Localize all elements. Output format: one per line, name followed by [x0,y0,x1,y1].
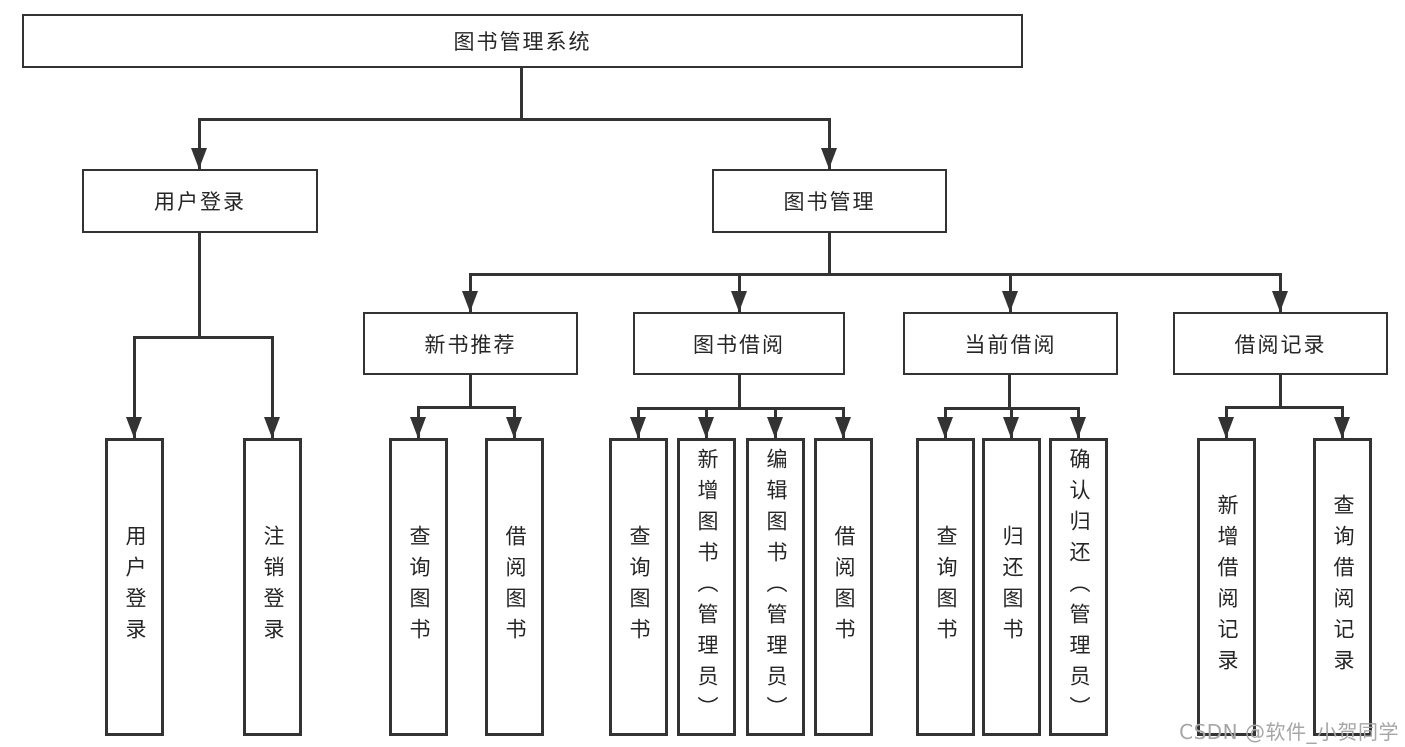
arrow-down-icon [191,148,207,169]
node-current-borrowing: 当前借阅 [903,312,1118,375]
arrow-down-icon [1003,417,1019,438]
arrow-down-icon [835,417,851,438]
arrow-down-icon [462,291,478,312]
connector-line [469,375,472,407]
leaf-borrow-books-1-label: 借阅图书 [503,525,527,649]
leaf-query-books-1: 查询图书 [389,438,448,736]
arrow-down-icon [937,417,953,438]
leaf-confirm-return-admin-label: 确认归还（管理员） [1067,447,1091,727]
connector-line [133,336,274,339]
connector-line [198,233,201,337]
arrow-down-icon [1334,417,1350,438]
connector-line [1008,375,1011,408]
connector-line [417,406,516,409]
leaf-return-books: 归还图书 [982,438,1041,736]
leaf-add-books-admin: 新增图书（管理员） [677,438,736,736]
connector-line [133,336,136,438]
arrow-down-icon [630,417,646,438]
leaf-return-books-label: 归还图书 [1000,525,1024,649]
leaf-add-books-admin-label: 新增图书（管理员） [695,447,719,727]
leaf-query-books-2: 查询图书 [609,438,668,736]
connector-line [828,118,831,169]
node-root: 图书管理系统 [22,14,1023,68]
leaf-logout: 注销登录 [243,438,302,736]
arrow-down-icon [264,417,280,438]
arrow-down-icon [1272,291,1288,312]
connector-line [520,68,523,119]
connector-line [469,273,1282,276]
node-user-login: 用户登录 [82,169,318,233]
node-book-management-label: 图书管理 [783,190,876,214]
node-borrowing-records: 借阅记录 [1173,312,1388,375]
node-new-book-recommend: 新书推荐 [363,312,578,375]
arrow-down-icon [1218,417,1234,438]
arrow-down-icon [126,417,142,438]
node-borrowing-records-label: 借阅记录 [1234,332,1327,357]
node-current-borrowing-label: 当前借阅 [964,332,1057,357]
node-book-management: 图书管理 [712,169,947,233]
node-user-login-label: 用户登录 [154,190,246,214]
leaf-add-borrow-record-label: 新增借阅记录 [1215,494,1239,680]
leaf-edit-books-admin: 编辑图书（管理员） [746,438,805,736]
leaf-borrow-books-2: 借阅图书 [814,438,873,736]
connector-line [198,118,201,169]
leaf-query-books-3: 查询图书 [916,438,975,736]
leaf-logout-label: 注销登录 [261,525,285,649]
leaf-user-login: 用户登录 [105,438,164,736]
connector-line [637,407,845,410]
leaf-query-books-3-label: 查询图书 [934,525,958,649]
node-new-book-recommend-label: 新书推荐 [424,332,517,357]
csdn-watermark: CSDN @软件_小贺同学 [1179,720,1399,744]
leaf-query-books-1-label: 查询图书 [407,525,431,649]
leaf-query-books-2-label: 查询图书 [627,525,651,649]
leaf-edit-books-admin-label: 编辑图书（管理员） [764,447,788,727]
leaf-borrow-books-2-label: 借阅图书 [832,525,856,649]
arrow-down-icon [821,148,837,169]
connector-line [1225,406,1344,409]
connector-line [198,118,831,121]
leaf-user-login-label: 用户登录 [123,525,147,649]
connector-line [828,233,831,274]
node-book-borrowing-label: 图书借阅 [693,332,785,357]
leaf-borrow-books-1: 借阅图书 [485,438,544,736]
node-book-borrowing: 图书借阅 [633,312,845,375]
connector-line [1279,375,1282,407]
arrow-down-icon [506,417,522,438]
arrow-down-icon [698,417,714,438]
leaf-add-borrow-record: 新增借阅记录 [1197,438,1256,736]
arrow-down-icon [410,417,426,438]
leaf-confirm-return-admin: 确认归还（管理员） [1049,438,1108,736]
arrow-down-icon [1002,291,1018,312]
connector-line [738,375,741,408]
arrow-down-icon [1070,417,1086,438]
node-root-label: 图书管理系统 [453,30,592,54]
leaf-query-borrow-record-label: 查询借阅记录 [1331,494,1355,680]
arrow-down-icon [767,417,783,438]
connector-line [271,336,274,438]
arrow-down-icon [731,291,747,312]
leaf-query-borrow-record: 查询借阅记录 [1313,438,1372,736]
